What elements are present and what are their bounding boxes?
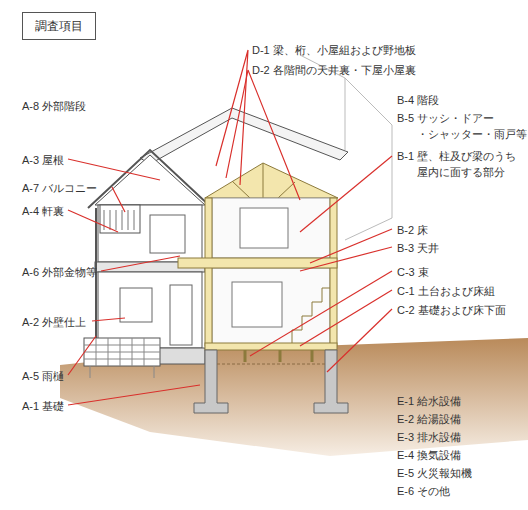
item-label: A-1 基礎 bbox=[22, 398, 64, 414]
item-label: E-5 火災報知機 bbox=[397, 465, 472, 481]
stairs bbox=[292, 288, 330, 343]
front-door bbox=[170, 285, 192, 345]
item-label: B-4 階段 bbox=[397, 92, 439, 108]
item-label: C-2 基礎および床下面 bbox=[397, 302, 506, 318]
item-label: A-6 外部金物等 bbox=[22, 264, 97, 280]
item-label: D-2 各階間の天井裏・下屋小屋裏 bbox=[252, 62, 416, 78]
item-label: B-3 天井 bbox=[397, 240, 439, 256]
leader-line bbox=[68, 210, 118, 232]
leader-line bbox=[92, 318, 125, 321]
diagram-title: 調査項目 bbox=[35, 18, 83, 34]
roof-truss bbox=[205, 163, 338, 198]
item-label: A-4 軒裏 bbox=[22, 203, 64, 219]
item-label: D-1 梁、桁、小屋組および野地板 bbox=[252, 42, 416, 58]
item-label: A-3 屋根 bbox=[22, 152, 64, 168]
leader-line bbox=[300, 290, 392, 346]
item-label: E-6 その他 bbox=[397, 483, 450, 499]
gable-roof-edge bbox=[88, 150, 212, 208]
lower-wall bbox=[98, 272, 202, 348]
upper-window bbox=[150, 215, 185, 253]
item-label: E-1 給水設備 bbox=[397, 393, 461, 409]
item-label: B-1 壁、柱及び梁のうち 屋内に面する部分 bbox=[397, 148, 520, 180]
upper-wall bbox=[98, 205, 202, 262]
item-label: A-8 外部階段 bbox=[22, 98, 86, 114]
item-label: E-3 排水設備 bbox=[397, 429, 461, 445]
floor-beam bbox=[178, 258, 337, 268]
ground-soil bbox=[60, 338, 528, 456]
balcony bbox=[100, 205, 140, 233]
leader-line bbox=[300, 247, 392, 271]
leader-line bbox=[250, 271, 392, 356]
gable-wall bbox=[95, 155, 205, 205]
item-label: B-5 サッシ・ドアー ・シャッター・雨戸等 bbox=[397, 110, 528, 142]
item-label: C-1 土台および床組 bbox=[397, 283, 495, 299]
item-label: C-3 束 bbox=[397, 264, 429, 280]
balcony-rail bbox=[104, 210, 134, 230]
item-label: A-2 外壁仕上 bbox=[22, 314, 86, 330]
leader-line bbox=[300, 156, 392, 232]
item-label: E-4 換気設備 bbox=[397, 447, 461, 463]
item-label: E-2 給湯設備 bbox=[397, 411, 461, 427]
porch-lattice bbox=[84, 338, 160, 378]
foundation-left bbox=[194, 350, 228, 413]
stud-left bbox=[205, 198, 212, 346]
title-box: 調査項目 bbox=[22, 12, 96, 40]
lower-window bbox=[120, 288, 152, 322]
underfloor-ground bbox=[217, 364, 325, 365]
leader-line bbox=[68, 336, 96, 375]
leader-line bbox=[101, 256, 180, 271]
item-label: A-7 バルコニー bbox=[22, 180, 97, 196]
item-label: B-2 床 bbox=[397, 222, 428, 238]
leader-line bbox=[68, 385, 200, 405]
foundation-right bbox=[314, 350, 348, 413]
interior-upper-window bbox=[240, 208, 288, 248]
item-label: A-5 雨樋 bbox=[22, 368, 64, 384]
floor-posts bbox=[245, 350, 312, 362]
interior-lower-window bbox=[232, 282, 282, 327]
leader-line bbox=[112, 187, 125, 212]
leader-line bbox=[68, 159, 160, 180]
leader-line bbox=[226, 70, 300, 200]
leader-line bbox=[216, 50, 248, 185]
interior-upper bbox=[212, 198, 330, 258]
interior-lower bbox=[212, 268, 330, 344]
leader-line bbox=[327, 309, 392, 372]
wrap-spacer bbox=[498, 110, 528, 120]
